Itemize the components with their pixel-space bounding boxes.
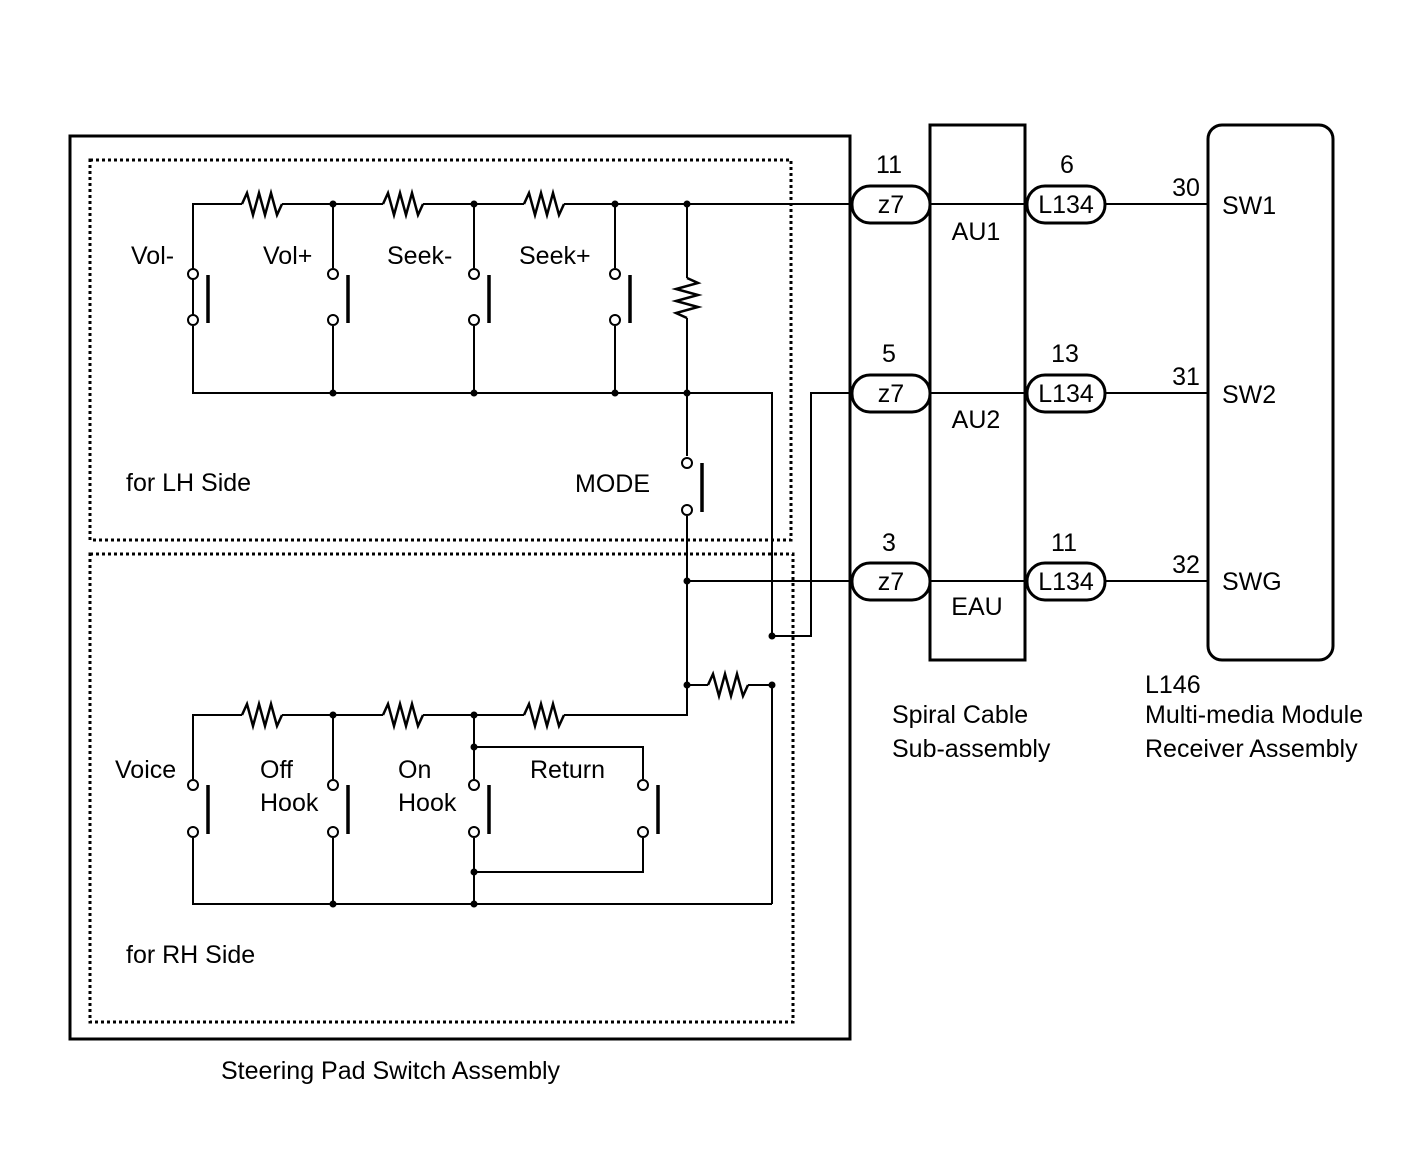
z7-name-row3: z7 — [878, 568, 904, 596]
label-rh-side: for RH Side — [126, 941, 255, 969]
lh-side-region — [88, 158, 793, 542]
spiral-cable-caption-line2: Sub-assembly — [892, 735, 1051, 763]
l134-name-row3: L134 — [1038, 568, 1094, 596]
resistor — [240, 699, 284, 731]
z7-pin-row2: 5 — [882, 340, 896, 368]
module-code: L146 — [1145, 671, 1201, 699]
label-seek-plus: Seek+ — [519, 242, 591, 270]
module-term-swg: SWG — [1222, 568, 1282, 596]
connector-l134-row2 — [1025, 373, 1107, 414]
module-term-sw2: SW2 — [1222, 381, 1276, 409]
cable-term-au1: AU1 — [952, 218, 1001, 246]
connector-l134-row1 — [1025, 184, 1107, 225]
l134-pin-row1: 6 — [1060, 151, 1074, 179]
switch-seek-plus — [609, 268, 632, 326]
steering-pad-assembly-box — [68, 134, 852, 1041]
label-return: Return — [530, 756, 605, 784]
label-mode: MODE — [575, 470, 650, 498]
module-caption-line1: Multi-media Module — [1145, 701, 1363, 729]
l134-name-row2: L134 — [1038, 380, 1094, 408]
connector-l134-row3 — [1025, 561, 1107, 602]
switch-return — [637, 779, 660, 838]
label-on-hook-line1: On — [398, 756, 431, 784]
label-voice: Voice — [115, 756, 176, 784]
label-lh-side: for LH Side — [126, 469, 251, 497]
label-on-hook-line2: Hook — [398, 789, 457, 817]
resistor — [522, 188, 566, 220]
cable-term-au2: AU2 — [952, 406, 1001, 434]
z7-pin-row3: 3 — [882, 529, 896, 557]
resistor — [381, 699, 425, 731]
z7-name-row2: z7 — [878, 380, 904, 408]
module-pin-row2: 31 — [1172, 363, 1200, 391]
resistor — [240, 188, 284, 220]
connector-z7-row3 — [850, 561, 932, 602]
switch-seek-minus — [468, 268, 491, 326]
module-term-sw1: SW1 — [1222, 192, 1276, 220]
l134-pin-row3: 11 — [1051, 529, 1077, 557]
switch-vol-plus — [327, 268, 350, 326]
switch-vol-minus — [187, 268, 210, 326]
rh-side-circuit — [187, 685, 772, 908]
resistor — [706, 669, 750, 701]
label-off-hook-line1: Off — [260, 756, 293, 784]
label-vol-minus: Vol- — [131, 242, 174, 270]
resistor — [381, 188, 425, 220]
cable-term-eau: EAU — [951, 593, 1002, 621]
label-steering-pad-assembly: Steering Pad Switch Assembly — [221, 1057, 561, 1085]
l134-name-row1: L134 — [1038, 191, 1094, 219]
switch-voice — [187, 779, 210, 838]
harness-wires — [930, 203, 1208, 582]
lh-side-circuit — [187, 188, 852, 636]
label-vol-plus: Vol+ — [263, 242, 312, 270]
z7-name-row1: z7 — [878, 191, 904, 219]
interconnect-wires — [683, 392, 852, 904]
z7-pin-row1: 11 — [876, 151, 902, 179]
label-seek-minus: Seek- — [387, 242, 452, 270]
l134-pin-row2: 13 — [1051, 340, 1079, 368]
resistor — [522, 699, 566, 731]
module-caption-line2: Receiver Assembly — [1145, 735, 1358, 763]
module-pin-row3: 32 — [1172, 551, 1200, 579]
rh-side-region — [88, 552, 795, 1024]
resistor — [671, 276, 703, 320]
module-pin-row1: 30 — [1172, 174, 1200, 202]
label-off-hook-line2: Hook — [260, 789, 319, 817]
connector-z7-row2 — [850, 373, 932, 414]
spiral-cable-caption-line1: Spiral Cable — [892, 701, 1028, 729]
switch-off-hook — [327, 779, 350, 838]
switch-on-hook — [468, 779, 491, 838]
switch-mode — [681, 457, 704, 516]
connector-z7-row1 — [850, 184, 932, 225]
